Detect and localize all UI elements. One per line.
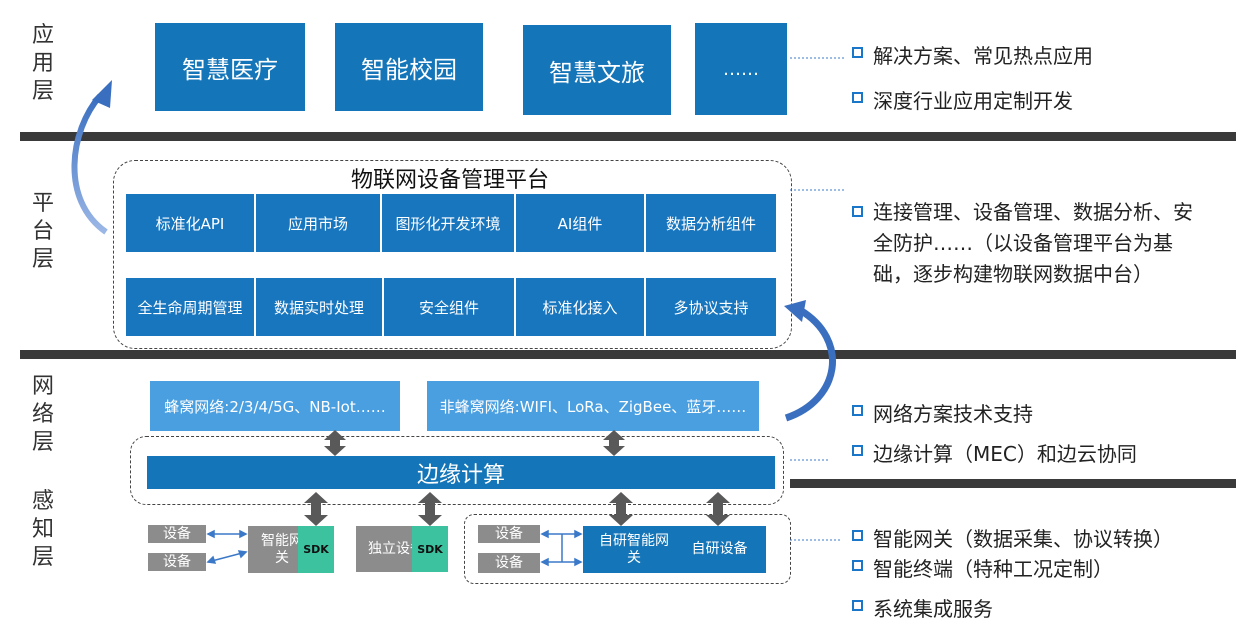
bullet-square-icon bbox=[852, 560, 863, 571]
layer-label-network: 网 络 层 bbox=[31, 374, 54, 455]
own-devices-container bbox=[464, 514, 791, 584]
double-arrow-icon bbox=[706, 492, 730, 526]
platform-title: 物联网设备管理平台 bbox=[350, 168, 549, 193]
layer-label-perception: 感 知 层 bbox=[31, 489, 54, 570]
curved-arrow-up-left bbox=[71, 94, 108, 235]
device-link-arrows bbox=[206, 529, 248, 564]
bullet-app-2: 深度行业应用定制开发 bbox=[852, 85, 1073, 114]
double-arrow-icon bbox=[418, 492, 442, 526]
device-box: 设备 bbox=[478, 553, 540, 573]
device-box: 设备 bbox=[148, 525, 206, 543]
platform-module-gui-dev: 图形化开发环境 bbox=[382, 194, 514, 252]
divider-app-platform bbox=[20, 132, 1236, 141]
bullet-square-icon bbox=[852, 206, 863, 217]
bullet-platform: 连接管理、设备管理、数据分析、安全防护……（以设备管理平台为基础，逐步构建物联网… bbox=[852, 197, 1202, 290]
divider-network-perception bbox=[790, 479, 1236, 488]
bullet-network-1: 网络方案技术支持 bbox=[852, 398, 1033, 427]
app-box-campus: 智能校园 bbox=[335, 23, 483, 111]
platform-module-multiprotocol: 多协议支持 bbox=[646, 278, 776, 336]
bullet-network-2: 边缘计算（MEC）和边云协同 bbox=[852, 438, 1137, 467]
double-arrow-icon bbox=[603, 430, 625, 456]
sdk-box: SDK bbox=[412, 526, 448, 572]
leader-lines bbox=[790, 57, 845, 541]
bullet-square-icon bbox=[852, 530, 863, 541]
platform-module-ai: AI组件 bbox=[516, 194, 644, 252]
platform-module-security: 安全组件 bbox=[384, 278, 514, 336]
divider-platform-network bbox=[20, 350, 1236, 359]
app-box-medical: 智慧医疗 bbox=[155, 23, 305, 111]
platform-module-api: 标准化API bbox=[126, 194, 254, 252]
curved-arrow-up-right bbox=[784, 307, 836, 422]
edge-container bbox=[130, 436, 784, 505]
bullet-square-icon bbox=[852, 445, 863, 456]
app-box-tourism: 智慧文旅 bbox=[523, 25, 671, 115]
arrowhead-icon bbox=[784, 300, 806, 322]
double-arrow-icon bbox=[304, 492, 328, 526]
bullet-square-icon bbox=[852, 47, 863, 58]
platform-module-std-access: 标准化接入 bbox=[516, 278, 644, 336]
double-arrow-icon bbox=[609, 492, 633, 526]
bullet-app-1: 解决方案、常见热点应用 bbox=[852, 40, 1093, 69]
platform-container bbox=[113, 160, 792, 349]
own-gateway-box: 自研智能网关 bbox=[583, 526, 685, 573]
bullet-perception-3: 系统集成服务 bbox=[852, 593, 993, 622]
network-cellular: 蜂窝网络:2/3/4/5G、NB-Iot…… bbox=[150, 381, 400, 431]
bullet-square-icon bbox=[852, 92, 863, 103]
platform-module-lifecycle: 全生命周期管理 bbox=[126, 278, 254, 336]
double-arrow-icon bbox=[324, 430, 346, 456]
sdk-box: SDK bbox=[298, 526, 334, 573]
arrowhead-icon bbox=[92, 80, 112, 108]
network-noncellular: 非蜂窝网络:WIFI、LoRa、ZigBee、蓝牙…… bbox=[427, 381, 759, 431]
app-box-more: …… bbox=[695, 23, 787, 115]
platform-module-analytics: 数据分析组件 bbox=[646, 194, 776, 252]
device-box: 设备 bbox=[478, 525, 540, 543]
layer-label-app: 应 用 层 bbox=[31, 23, 54, 104]
bullet-square-icon bbox=[852, 600, 863, 611]
edge-computing-bar: 边缘计算 bbox=[147, 456, 775, 489]
platform-module-app-market: 应用市场 bbox=[256, 194, 380, 252]
own-device-box: 自研设备 bbox=[673, 526, 766, 573]
bullet-perception-1: 智能网关（数据采集、协议转换） bbox=[852, 523, 1173, 552]
bullet-perception-2: 智能终端（特种工况定制） bbox=[852, 553, 1113, 582]
bullet-square-icon bbox=[852, 405, 863, 416]
device-box: 设备 bbox=[148, 553, 206, 571]
platform-module-realtime: 数据实时处理 bbox=[256, 278, 382, 336]
device-link-arrows bbox=[540, 529, 583, 567]
layer-label-platform: 平 台 层 bbox=[31, 191, 54, 272]
